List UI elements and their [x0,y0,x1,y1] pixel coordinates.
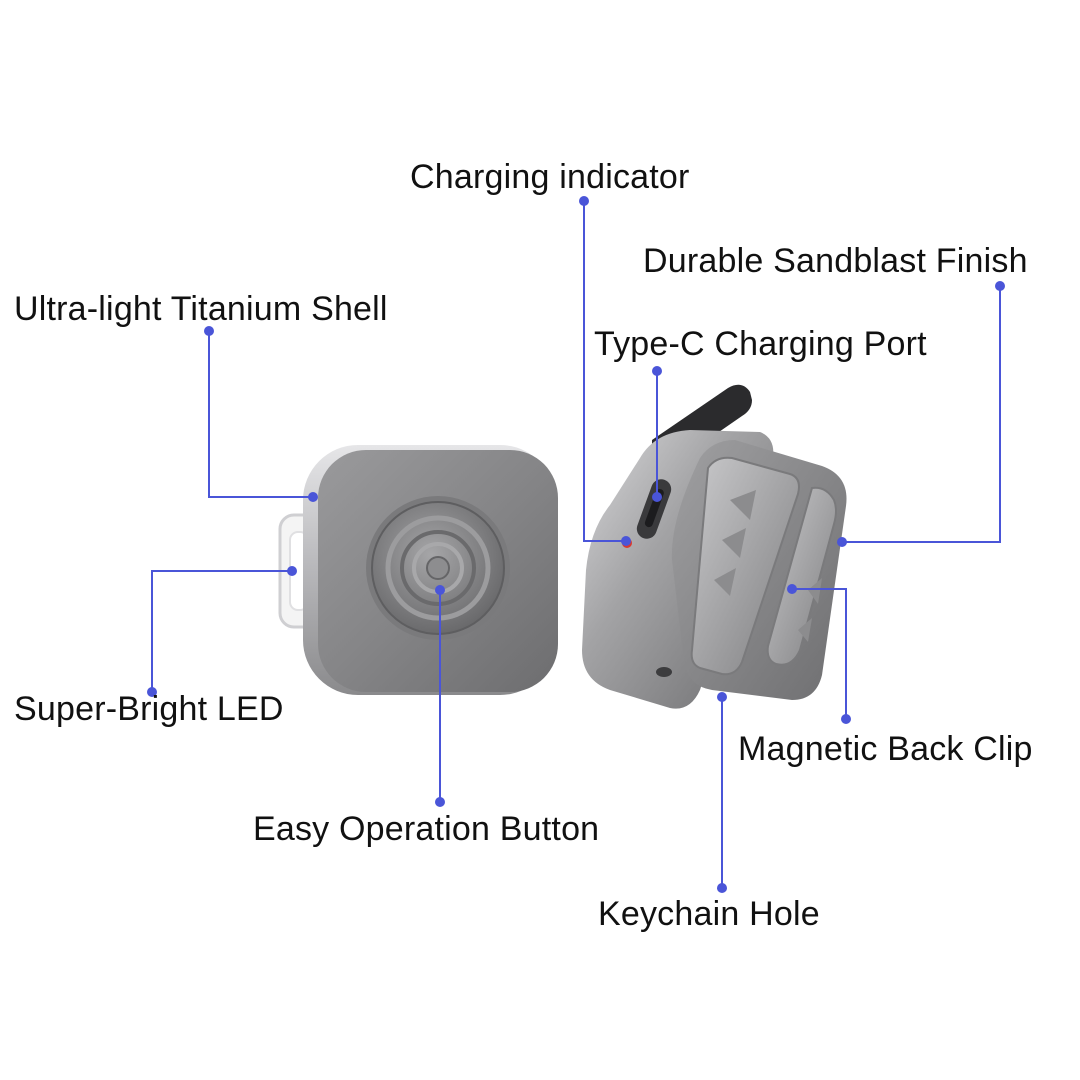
callout-magnetic-back-clip [792,588,847,719]
label-super-bright-led: Super-Bright LED [14,690,284,728]
callout-titanium-shell [208,331,313,498]
callout-lines [151,201,1001,888]
label-sandblast-finish: Durable Sandblast Finish [643,242,1028,280]
label-keychain-hole: Keychain Hole [598,895,820,933]
label-charging-indicator: Charging indicator [410,158,690,196]
left-device [278,445,558,695]
label-operation-button: Easy Operation Button [253,810,600,848]
callout-super-bright-led [151,570,292,692]
callout-charging-indicator [583,201,626,542]
label-type-c-port: Type-C Charging Port [594,325,927,363]
callout-sandblast-finish [842,286,1001,543]
label-titanium-shell: Ultra-light Titanium Shell [14,290,388,328]
callout-dots [147,196,1005,893]
right-device [582,384,847,709]
label-magnetic-back-clip: Magnetic Back Clip [738,730,1033,768]
